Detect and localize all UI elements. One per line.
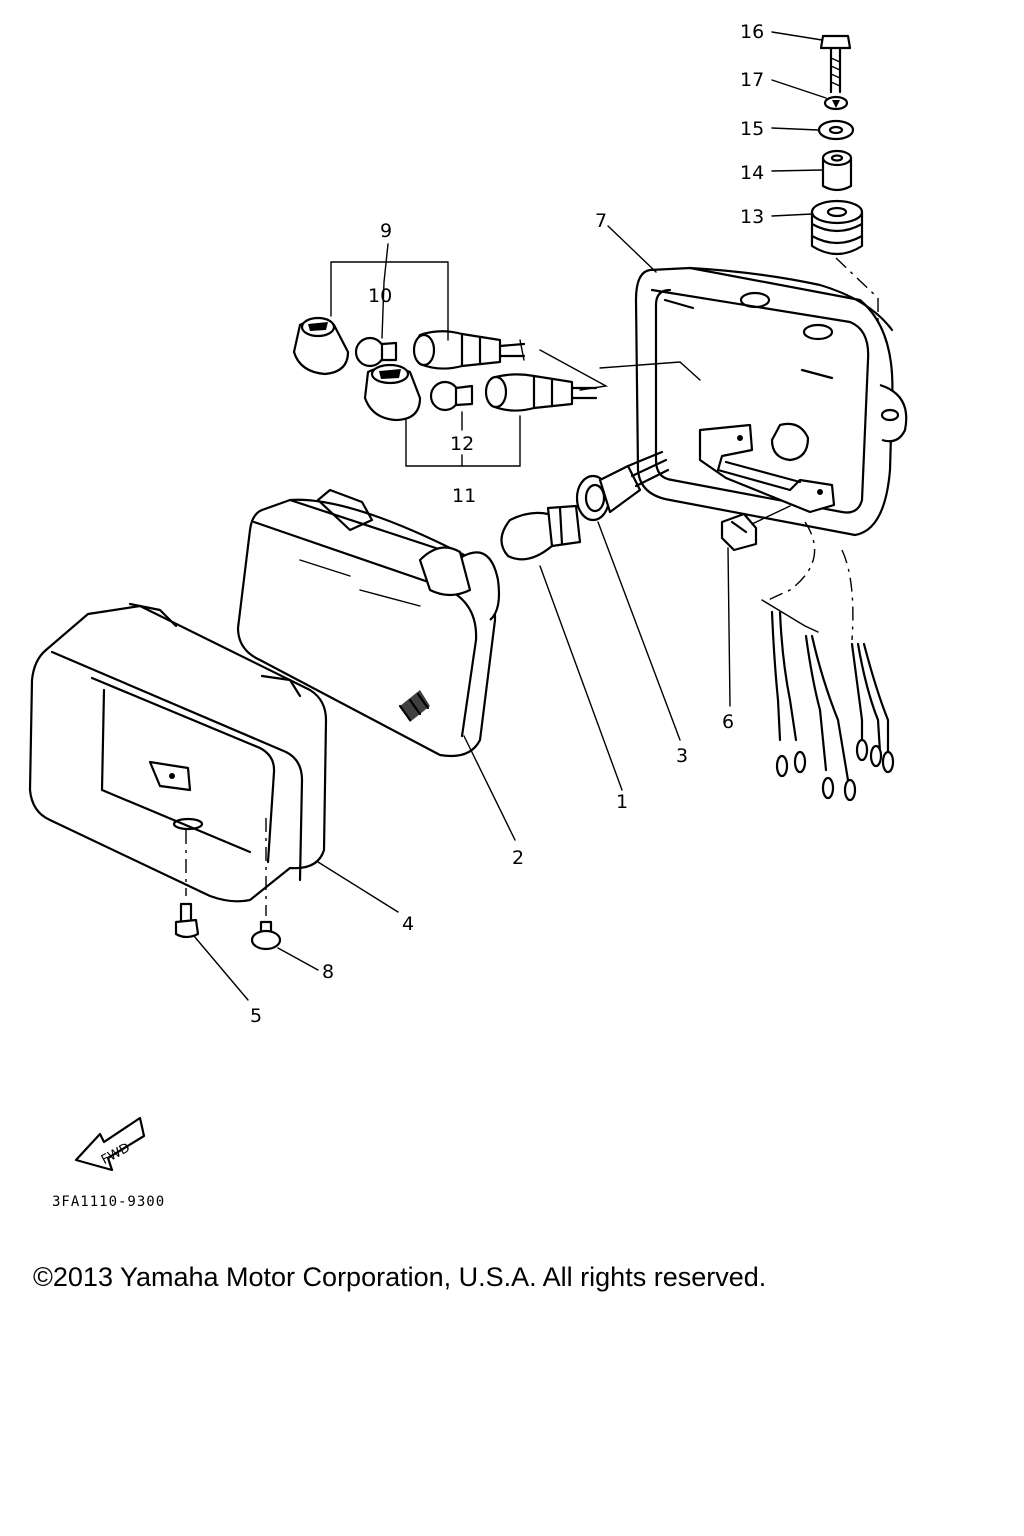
label-8: 8 [322,961,334,983]
part-11-socket-lower [363,363,422,422]
leader-lines [193,31,827,1001]
label-11: 11 [452,485,476,507]
part-8-screw [250,920,282,951]
part-15-washer [817,119,855,141]
part-12-bulb-lower [429,380,474,412]
label-6: 6 [722,711,734,733]
label-1: 1 [616,791,628,813]
label-17: 17 [740,69,764,91]
label-13: 13 [740,206,764,228]
label-7: 7 [595,210,607,232]
label-2: 2 [512,847,524,869]
part-10-bulb-upper [354,336,398,368]
part-13-grommet [810,199,864,256]
part-11-socket-lower-rear [484,373,598,412]
part-2-headlight-unit [236,488,501,758]
label-15: 15 [740,118,764,140]
label-16: 16 [740,21,764,43]
part-9-socket-upper [292,316,350,376]
part-16-bolt [819,34,852,94]
part-17-lock-washer [823,95,849,111]
part-1-headlight-bulb [500,504,582,561]
part-9-socket-upper-rear [412,330,526,370]
part-labels: 16 17 15 14 13 7 9 10 12 11 6 3 1 2 4 8 … [250,21,764,1027]
label-4: 4 [402,913,414,935]
part-3-socket [575,450,670,522]
label-14: 14 [740,162,764,184]
copyright-notice: ©2013 Yamaha Motor Corporation, U.S.A. A… [33,1262,767,1292]
part-6-clip-nut [720,512,758,552]
label-10: 10 [368,285,392,307]
wiring-harness [761,521,895,802]
label-3: 3 [676,745,688,767]
part-4-rim [28,602,328,903]
part-14-collar [821,149,853,192]
part-5-screw [174,902,200,939]
part-7-housing [634,266,908,537]
label-5: 5 [250,1005,262,1027]
drawing-code: 3FA1110-9300 [52,1194,165,1210]
fwd-arrow-icon: FWD [74,1116,146,1172]
label-12: 12 [450,433,474,455]
label-9: 9 [380,220,392,242]
